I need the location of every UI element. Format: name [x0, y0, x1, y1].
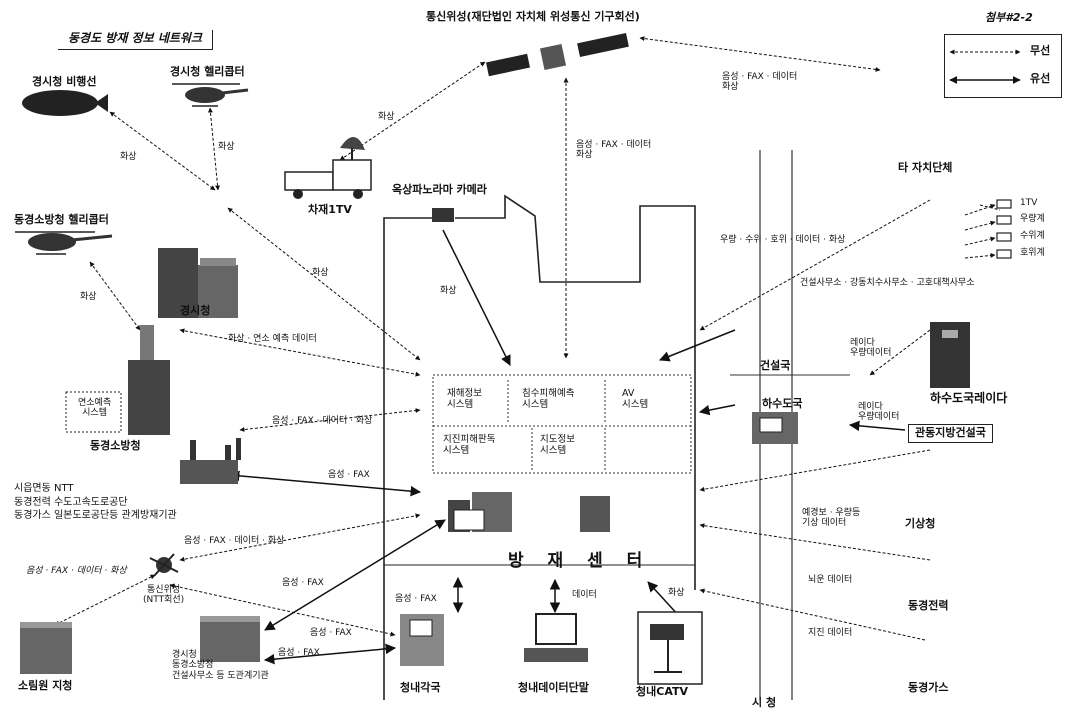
internal-equipment-icons [400, 612, 702, 684]
city-hall-label: 시 청 [752, 697, 776, 710]
tokyo-gas-label: 동경가스 [908, 682, 948, 695]
sewer-radar-label: 하수도국레이다 [930, 392, 1007, 406]
link-heli-video-2: 화상 [218, 142, 235, 152]
disaster-center-label: 방 재 센 터 [508, 552, 651, 572]
gauge-lake: 호위계 [1020, 248, 1045, 258]
rooftop-camera-label: 옥상파노라마 카메라 [392, 184, 487, 197]
link-catv-video: 화상 [668, 588, 685, 598]
regional-office-icon [20, 622, 72, 674]
airship-icon [22, 90, 108, 116]
rooftop-camera-icon [432, 208, 454, 222]
link-station-voice: 음성 · FAX [395, 594, 437, 604]
ntt-satellite-icon [150, 554, 178, 576]
attachment-label: 첨부#2-2 [985, 12, 1033, 25]
page-title: 동경도 방재 정보 네트워크 [58, 30, 213, 50]
link-regional-voice: 음성 · FAX [310, 628, 352, 638]
police-airship-label: 경시청 비행선 [32, 76, 97, 89]
link-ntt-regional: 음성 · FAX · 데이터 · 화상 [26, 566, 127, 576]
internal-station-label: 청내각국 [400, 682, 440, 695]
link-ntt-center: 음성 · FAX · 데이터 · 화상 [184, 536, 284, 546]
internal-catv-label: 청내CATV [636, 686, 688, 699]
link-terminal-data: 데이터 [572, 590, 597, 600]
center-computers-icon [448, 492, 610, 532]
link-heli-video-1: 화상 [120, 152, 137, 162]
link-fireheli-video: 화상 [80, 292, 97, 302]
construction-bureau-label: 건설국 [760, 360, 790, 373]
kanto-bureau-label: 관동지방건설국 [908, 424, 993, 443]
gauge-rain: 우량계 [1020, 214, 1045, 224]
link-ntt-related: 음성 · FAX [282, 578, 324, 588]
link-sat-vehicle: 화상 [378, 112, 395, 122]
link-offices: 건설사무소 · 강동치수사무소 · 고호대책사무소 [800, 278, 975, 288]
link-related-voice: 음성 · FAX [278, 648, 320, 658]
regional-office-label: 소림원 지청 [18, 680, 72, 693]
gauge-boxes [997, 200, 1011, 258]
gauge-level: 수위계 [1020, 231, 1045, 241]
link-utility-voice: 음성 · FAX · 데이터 · 화상 [272, 416, 372, 426]
weather-agency-label: 기상청 [905, 518, 935, 531]
relay-vehicle-icon [285, 137, 371, 199]
tokyo-electric-label: 동경전력 [908, 600, 948, 613]
police-helicopter-icon [172, 84, 248, 106]
legend-wireless: 무선 [1030, 45, 1050, 58]
utilities-factory-icon [180, 438, 241, 484]
internal-terminal-label: 청내데이터단말 [518, 682, 589, 695]
police-heli-label: 경시청 헬리콥터 [170, 66, 245, 79]
link-utility-voice-2: 음성 · FAX [328, 470, 370, 480]
other-municipal-label: 타 자치단체 [898, 162, 952, 175]
link-electric-data: 뇌운 데이터 [808, 575, 852, 585]
fire-heli-label: 동경소방청 헬리콥터 [14, 214, 109, 227]
police-hq-label: 경시청 [180, 305, 210, 318]
fire-helicopter-icon [15, 232, 112, 254]
link-gas-data: 지진 데이터 [808, 628, 852, 638]
legend-wired: 유선 [1030, 73, 1050, 86]
ntt-satellite-label: 통신위성(NTT회선) [143, 585, 184, 606]
sewer-bureau-label: 하수도국 [762, 398, 802, 411]
link-fire-data: 화상 · 연소 예측 데이터 [228, 334, 317, 344]
link-other-data: 우량 · 수위 · 호위 · 데이터 · 화상 [720, 235, 845, 245]
relay-vehicle-label: 차재1TV [308, 204, 352, 217]
satellite-icon [486, 33, 629, 76]
fire-hq-label: 동경소방청 [90, 440, 141, 453]
link-police-video: 화상 [312, 268, 329, 278]
gauge-1tv: 1TV [1020, 198, 1037, 208]
link-camera-video: 화상 [440, 286, 457, 296]
satellite-label: 통신위성(재단법인 자치체 위성통신 기구회선) [426, 11, 640, 24]
